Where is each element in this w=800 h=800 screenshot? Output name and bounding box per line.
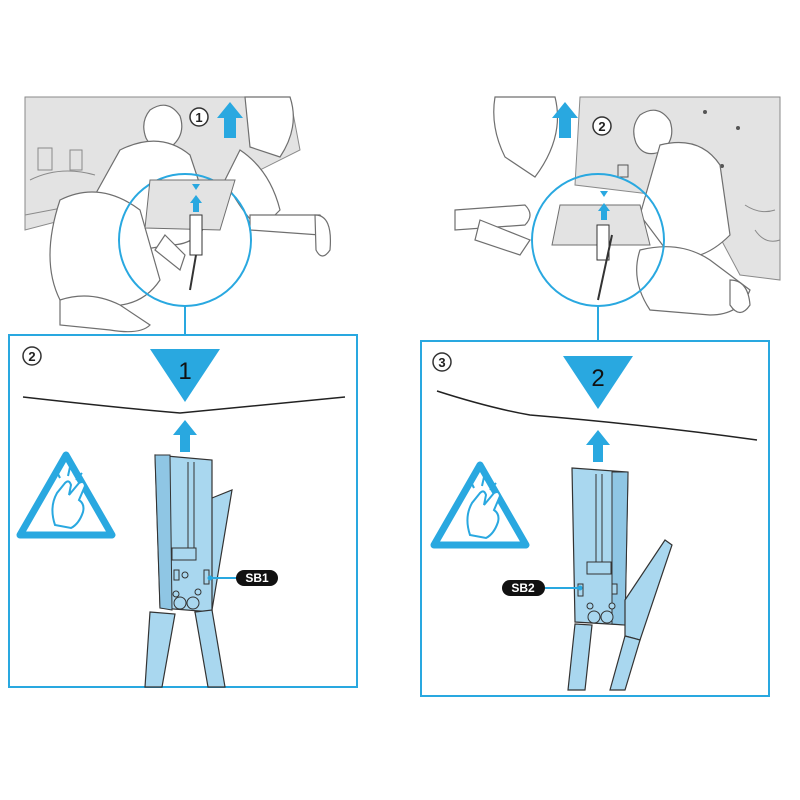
right-overview-illustration: 2 <box>454 96 781 340</box>
right-detail-panel: 3 2 <box>420 340 770 697</box>
sb2-label: SB2 <box>511 581 535 595</box>
left-detail-step-number: 2 <box>28 349 35 364</box>
right-triangle-label: 2 <box>591 365 604 392</box>
tv-stand-leg-illustration <box>144 454 233 688</box>
left-overview-step-number: 1 <box>195 110 202 125</box>
left-triangle-label: 1 <box>178 358 191 385</box>
sb1-badge <box>236 570 278 586</box>
caution-pinch-finger-icon <box>16 451 116 539</box>
right-position-triangle <box>563 356 633 409</box>
right-detail-step-number: 3 <box>438 355 445 370</box>
caution-pinch-finger-icon <box>430 461 530 549</box>
sb1-label: SB1 <box>245 571 269 585</box>
up-arrow-icon <box>217 102 243 138</box>
left-overview-illustration: 1 <box>24 96 332 335</box>
left-detail-panel: 2 1 <box>8 334 358 688</box>
tv-stand-leg-illustration <box>567 467 673 691</box>
left-position-triangle <box>150 349 220 402</box>
sb2-badge <box>502 580 545 596</box>
right-overview-step-number: 2 <box>598 119 605 134</box>
